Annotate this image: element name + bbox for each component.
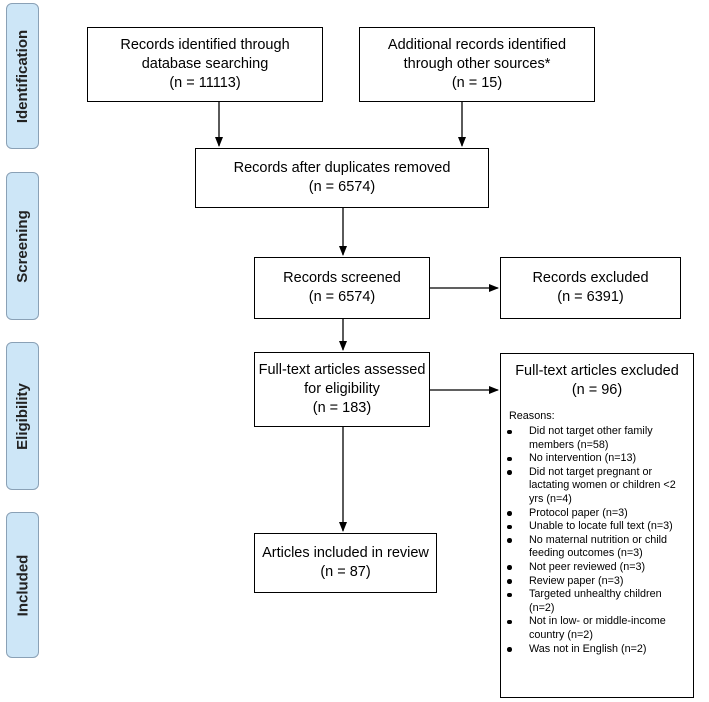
box-fulltext-excluded: Full-text articles excluded (n = 96) Rea… — [500, 353, 694, 698]
fulltext-excluded-title-line1: Full-text articles excluded — [515, 363, 679, 379]
box-database-count: (n = 11113) — [169, 75, 241, 91]
box-other-count: (n = 15) — [451, 75, 503, 91]
box-other-line1: Additional records identified — [387, 37, 567, 53]
reasons-list: Did not target other family members (n=5… — [501, 425, 693, 656]
stage-screening: Screening — [6, 172, 39, 320]
box-records-screened: Records screened (n = 6574) — [254, 257, 430, 319]
box-database-line2: database searching — [141, 56, 269, 72]
box-included-count: (n = 87) — [320, 564, 371, 580]
box-excluded-count: (n = 6391) — [557, 289, 624, 305]
stage-included: Included — [6, 512, 39, 658]
box-database-records: Records identified through database sear… — [87, 27, 323, 102]
reason-item: No maternal nutrition or child feeding o… — [501, 534, 687, 561]
box-fulltext-line2: for eligibility — [304, 381, 380, 397]
reason-item: Unable to locate full text (n=3) — [501, 520, 687, 534]
reason-item: Was not in English (n=2) — [501, 643, 687, 657]
box-included-line1: Articles included in review — [262, 545, 429, 561]
fulltext-excluded-count: (n = 96) — [571, 382, 623, 398]
reason-item: Not in low- or middle-income country (n=… — [501, 615, 687, 642]
stage-eligibility: Eligibility — [6, 342, 39, 490]
box-after-duplicates: Records after duplicates removed (n = 65… — [195, 148, 489, 208]
reason-item: Review paper (n=3) — [501, 575, 687, 589]
box-screened-line1: Records screened — [283, 270, 401, 286]
box-fulltext-count: (n = 183) — [312, 400, 372, 416]
box-excluded-line1: Records excluded — [532, 270, 649, 286]
box-fulltext-assessed: Full-text articles assessed for eligibil… — [254, 352, 430, 427]
reason-item: Not peer reviewed (n=3) — [501, 561, 687, 575]
reason-item: No intervention (n=13) — [501, 452, 687, 466]
box-fulltext-line1: Full-text articles assessed — [258, 362, 426, 378]
reason-item: Protocol paper (n=3) — [501, 507, 687, 521]
box-records-excluded: Records excluded (n = 6391) — [500, 257, 681, 319]
stage-identification: Identification — [6, 3, 39, 149]
box-other-line2: through other sources* — [403, 56, 551, 72]
box-duplicates-count: (n = 6574) — [308, 179, 376, 195]
reason-item: Did not target other family members (n=5… — [501, 425, 687, 452]
reason-item: Did not target pregnant or lactating wom… — [501, 466, 687, 507]
box-articles-included: Articles included in review (n = 87) — [254, 533, 437, 593]
reason-item: Targeted unhealthy children (n=2) — [501, 588, 687, 615]
box-screened-count: (n = 6574) — [308, 289, 376, 305]
box-duplicates-line1: Records after duplicates removed — [233, 160, 451, 176]
box-database-line1: Records identified through — [120, 37, 290, 53]
reasons-label: Reasons: — [509, 410, 555, 422]
fulltext-excluded-title: Full-text articles excluded (n = 96) — [501, 354, 693, 400]
box-other-sources: Additional records identified through ot… — [359, 27, 595, 102]
